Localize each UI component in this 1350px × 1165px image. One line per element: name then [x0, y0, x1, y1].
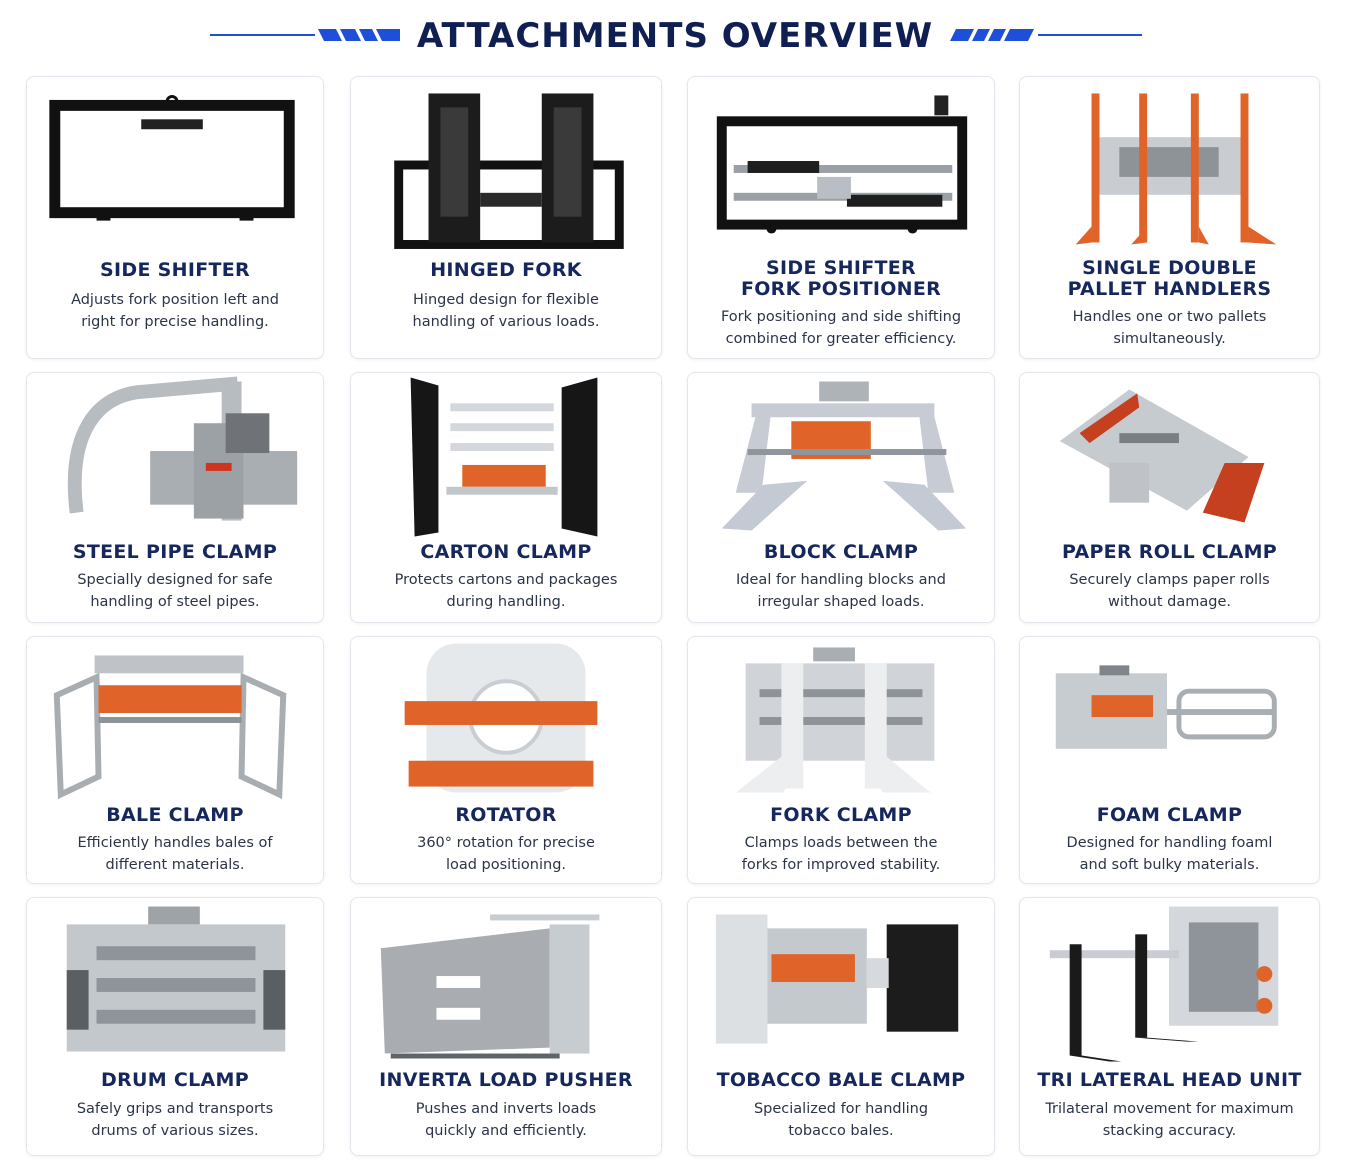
card-title: DRUM CLAMP	[101, 1069, 249, 1091]
card-title: STEEL PIPE CLAMP	[72, 541, 278, 563]
card-title: ROTATOR	[455, 804, 557, 826]
steel-pipe-clamp-image	[67, 376, 298, 521]
attachment-card[interactable]: PAPER ROLL CLAMP Securely clamps paper r…	[1019, 372, 1320, 623]
title-decoration-right	[950, 29, 1142, 41]
card-title: CARTON CLAMP	[420, 541, 592, 563]
foam-clamp-image	[1055, 665, 1277, 749]
bale-clamp-image	[53, 655, 287, 800]
page-title: ATTACHMENTS OVERVIEW	[416, 16, 934, 56]
page-header: ATTACHMENTS OVERVIEW	[0, 0, 1350, 76]
hinged-fork-image	[394, 93, 624, 249]
side-shifter-image	[49, 94, 295, 221]
card-title: BLOCK CLAMP	[763, 541, 919, 563]
card-title: INVERTA LOAD PUSHER	[379, 1069, 633, 1091]
attachment-card[interactable]: TOBACCO BALE CLAMP Specialized for handl…	[687, 897, 995, 1156]
tobacco-bale-clamp-image	[715, 914, 959, 1044]
attachment-card[interactable]: INVERTA LOAD PUSHER Pushes and inverts l…	[350, 897, 662, 1156]
block-clamp-image	[721, 381, 967, 531]
tri-lateral-head-unit-image	[1049, 906, 1279, 1062]
pallet-handler-image	[1075, 93, 1277, 245]
attachment-card[interactable]: BLOCK CLAMP Ideal for handling blocks an…	[687, 372, 995, 623]
carton-clamp-image	[410, 377, 598, 537]
card-title: FORK CLAMP	[770, 804, 912, 826]
attachment-card[interactable]: TRI LATERAL HEAD UNIT Trilateral movemen…	[1019, 897, 1320, 1156]
inverta-load-pusher-image	[380, 914, 600, 1059]
card-title: PAPER ROLL CLAMP	[1061, 541, 1278, 563]
drum-clamp-image	[66, 906, 286, 1052]
paper-roll-clamp-image	[1059, 389, 1265, 523]
attachment-card[interactable]: CARTON CLAMP Protects cartons and packag…	[350, 372, 662, 623]
fork-clamp-image	[735, 647, 935, 793]
card-title: TOBACCO BALE CLAMP	[716, 1069, 966, 1091]
side-shifter-fork-positioner-image	[716, 95, 968, 234]
card-title: HINGED FORK	[430, 259, 582, 281]
card-title: SIDE SHIFTER	[100, 259, 250, 281]
card-title: FOAM CLAMP	[1096, 804, 1243, 826]
attachment-card[interactable]: STEEL PIPE CLAMP Specially designed for …	[26, 372, 324, 623]
card-title: TRI LATERAL HEAD UNIT	[1037, 1069, 1302, 1091]
rotator-image	[404, 643, 598, 793]
card-title: BALE CLAMP	[106, 804, 244, 826]
title-decoration-left	[210, 29, 400, 41]
attachment-card[interactable]: SIDE SHIFTER Adjusts fork position left …	[26, 76, 324, 359]
